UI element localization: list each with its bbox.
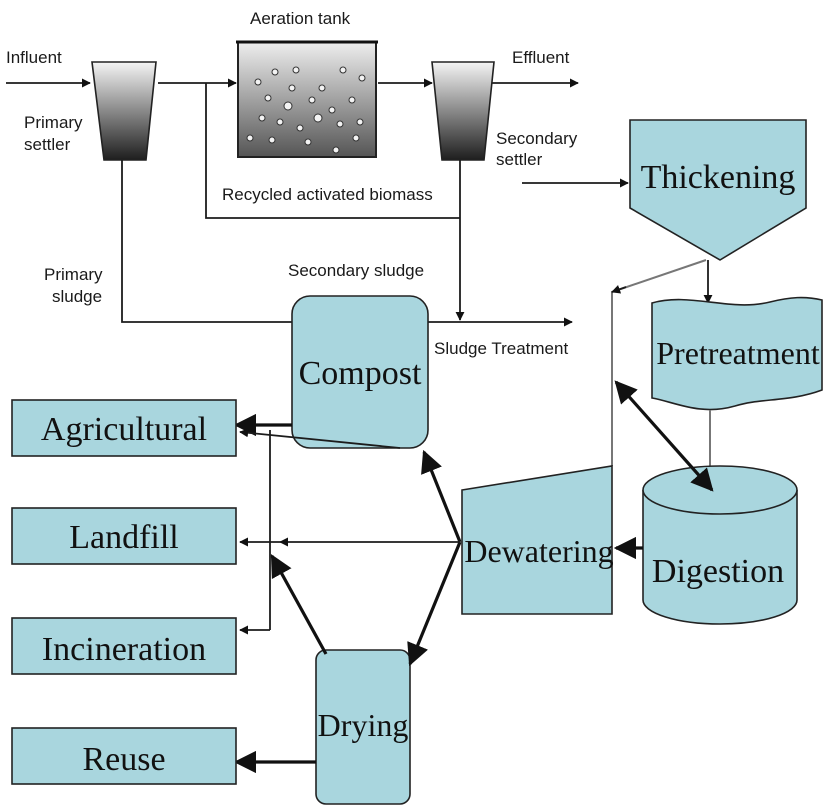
reuse-label: Reuse — [82, 741, 165, 778]
thickening-step: Thickening — [629, 119, 807, 261]
drying-step: Drying — [315, 649, 411, 805]
landfill-destination: Landfill — [11, 507, 237, 565]
incineration-destination: Incineration — [11, 617, 237, 675]
pretreatment-label: Pretreatment — [656, 335, 820, 371]
pretreatment-step: Pretreatment — [651, 296, 823, 411]
thickening-label: Thickening — [641, 159, 796, 196]
reuse-destination: Reuse — [11, 727, 237, 785]
primary-settler-label-line1: Primary — [24, 113, 83, 132]
return-loop-arrowhead — [611, 285, 627, 294]
primary-sludge-label-line2: sludge — [52, 287, 102, 306]
air-bubbles — [246, 66, 366, 154]
recycle-loop-line — [205, 83, 460, 219]
dewatering-step: Dewatering — [461, 465, 614, 615]
secondary-sludge-label: Secondary sludge — [288, 261, 424, 280]
aeration-tank-label: Aeration tank — [250, 9, 351, 28]
recycled-biomass-label: Recycled activated biomass — [222, 185, 433, 204]
drying-label: Drying — [318, 707, 409, 743]
pretreatment-digestion-exchange-arrow — [614, 380, 714, 492]
drying-to-landfill-arrow — [270, 554, 328, 655]
primary-settler-label-line2: settler — [24, 135, 71, 154]
compost-step: Compost — [291, 295, 429, 449]
agricultural-feed-arrow — [239, 428, 401, 449]
digestion-step: Digestion — [642, 465, 798, 625]
dewatering-label: Dewatering — [464, 533, 613, 569]
sludge-treatment-label: Sludge Treatment — [434, 339, 568, 358]
aeration-tank — [236, 40, 378, 158]
agricultural-label: Agricultural — [41, 411, 207, 448]
primary-settler-tank — [91, 61, 157, 161]
effluent-label: Effluent — [512, 48, 570, 67]
influent-label: Influent — [6, 48, 62, 67]
compost-label: Compost — [299, 355, 422, 392]
secondary-settler-label-line2: settler — [496, 150, 543, 169]
primary-sludge-label-line1: Primary — [44, 265, 103, 284]
primary-sludge-line — [121, 160, 292, 323]
secondary-settler-tank — [431, 61, 495, 161]
landfill-label: Landfill — [69, 519, 179, 556]
incineration-label: Incineration — [42, 631, 206, 668]
dewatering-to-drying-arrow — [407, 541, 462, 667]
agricultural-destination: Agricultural — [11, 399, 237, 457]
secondary-settler-label-line1: Secondary — [496, 129, 578, 148]
digestion-label: Digestion — [652, 553, 784, 590]
dewatering-to-compost-arrow — [421, 449, 462, 543]
